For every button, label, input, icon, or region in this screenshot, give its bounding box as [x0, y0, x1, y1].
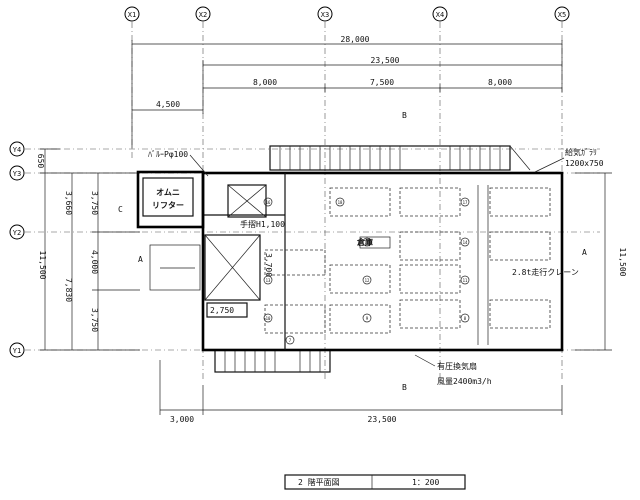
vent-louver-label-1: 給気ｶﾞﾗﾘ [565, 147, 597, 157]
svg-text:12: 12 [365, 278, 370, 283]
dim-overall-28000: 28,000 [341, 35, 370, 44]
svg-text:9: 9 [366, 316, 369, 321]
dim-bottom-23500: 23,500 [368, 415, 397, 424]
drawing-scale: 1：200 [412, 478, 439, 487]
building-outline [201, 171, 564, 352]
svg-text:16: 16 [266, 200, 271, 205]
shaft-upper [227, 184, 267, 218]
dim-11500-right: 11,500 [618, 248, 627, 277]
section-b-bottom: B [402, 383, 407, 392]
section-a-right: A [582, 248, 587, 257]
grid-bubble-x2: X2 [195, 6, 211, 22]
railing-label: 手摺H1,100 [240, 219, 285, 229]
dim-bay3: 8,000 [488, 78, 512, 87]
lift-label-line1: オムニ [156, 188, 180, 197]
dim-3750-b: 3,750 [90, 308, 99, 332]
grid-bubble-x4: X4 [432, 6, 448, 22]
column-marker-9: 9 [362, 313, 372, 323]
svg-text:Y1: Y1 [13, 347, 21, 355]
column-marker-16: 16 [263, 197, 273, 207]
annotations: 倉庫 ﾊﾞﾙｰPφ100 手摺H1,100 給気ｶﾞﾗﾘ 1200x750 2.… [148, 111, 604, 392]
dimensions-left: 650 3,660 7,830 11,500 3,750 4,000 3,750 [36, 148, 140, 351]
section-b-top: B [402, 111, 407, 120]
svg-text:11: 11 [463, 278, 468, 283]
column-marker-10: 10 [263, 313, 273, 323]
svg-text:X4: X4 [436, 11, 444, 19]
svg-text:15: 15 [365, 240, 370, 245]
svg-text:Y2: Y2 [13, 229, 21, 237]
vent-louver-label-2: 1200x750 [565, 159, 604, 168]
svg-text:X1: X1 [128, 11, 136, 19]
svg-text:X3: X3 [321, 11, 329, 19]
dimensions-right: 11,500 [575, 172, 627, 351]
dim-23500-top: 23,500 [371, 56, 400, 65]
column-marker-18: 18 [335, 197, 345, 207]
column-marker-7: 7 [285, 335, 295, 345]
svg-text:X2: X2 [199, 11, 207, 19]
column-markers: 18 17 16 15 14 13 12 11 10 9 8 7 [263, 197, 470, 345]
dimensions-bottom: 3,000 23,500 [159, 360, 563, 424]
dim-bay1: 8,000 [253, 78, 277, 87]
column-marker-11: 11 [460, 275, 470, 285]
svg-text:13: 13 [266, 278, 271, 283]
title-block: 2 階平面図 1：200 [284, 474, 466, 490]
grid-bubble-y4: Y4 [9, 141, 25, 157]
grid-lines [25, 22, 600, 380]
svg-text:Y3: Y3 [13, 170, 21, 178]
drawing-title: 2 階平面図 [298, 477, 340, 487]
grid-bubble-x3: X3 [317, 6, 333, 22]
svg-text:Y4: Y4 [13, 146, 21, 154]
room-2750: 2,750 3,700 [206, 253, 273, 318]
dim-4000: 4,000 [90, 250, 99, 274]
dim-3660: 3,660 [64, 191, 73, 215]
column-marker-15: 15 [362, 237, 372, 247]
section-a-left: A [138, 255, 143, 264]
dim-left-4500: 4,500 [156, 100, 180, 109]
grid-bubble-y2: Y2 [9, 224, 25, 240]
column-marker-13: 13 [263, 275, 273, 285]
dim-11500-left: 11,500 [38, 251, 47, 280]
dim-3750-a: 3,750 [90, 191, 99, 215]
dimensions-top: 28,000 23,500 8,000 7,500 8,000 4,500 [131, 35, 563, 148]
room-3700-label: 3,700 [264, 253, 273, 277]
section-c-marker: C [118, 205, 123, 214]
svg-text:X5: X5 [558, 11, 566, 19]
crane-rail-dims [477, 185, 489, 345]
grid-bubble-x5: X5 [554, 6, 570, 22]
dim-650: 650 [36, 154, 45, 169]
grid-bubble-y3: Y3 [9, 165, 25, 181]
svg-text:8: 8 [464, 316, 467, 321]
interior-stair: A [138, 244, 201, 291]
storage-rooms [264, 187, 551, 334]
room-2750-label: 2,750 [210, 306, 234, 315]
fan-label-2: 風量2400m3/h [437, 377, 492, 386]
dim-bottom-3000: 3,000 [170, 415, 194, 424]
column-marker-14: 14 [460, 237, 470, 247]
svg-text:17: 17 [463, 200, 468, 205]
crane-label: 2.8t走行クレーン [512, 267, 579, 277]
fan-label-1: 有圧換気扇 [437, 361, 477, 371]
svg-text:14: 14 [463, 240, 468, 245]
dim-bay2: 7,500 [370, 78, 394, 87]
warehouse-label: 倉庫 [356, 237, 373, 247]
svg-text:10: 10 [266, 316, 271, 321]
svg-text:18: 18 [338, 200, 343, 205]
lift-label-line2: リフター [152, 200, 184, 210]
stair-bottom [214, 349, 331, 373]
stair-top [269, 145, 531, 171]
shaft-lower [204, 234, 261, 301]
column-marker-17: 17 [460, 197, 470, 207]
svg-text:7: 7 [289, 338, 292, 343]
column-marker-8: 8 [460, 313, 470, 323]
pipe-label: ﾊﾞﾙｰPφ100 [148, 150, 188, 159]
column-marker-12: 12 [362, 275, 372, 285]
dim-7830: 7,830 [64, 278, 73, 302]
grid-bubble-x1: X1 [124, 6, 140, 22]
omni-lifter: オムニ リフター C [118, 170, 205, 229]
grid-bubble-y1: Y1 [9, 342, 25, 358]
